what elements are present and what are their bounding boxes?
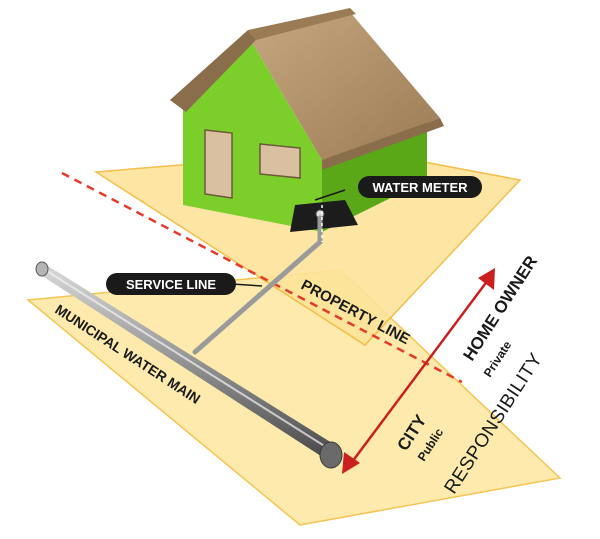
house-window	[259, 143, 301, 179]
service-line-pipe	[192, 215, 323, 355]
house-door	[204, 129, 233, 199]
municipal-water-main-pipe	[35, 261, 343, 469]
city-ground-plane	[26, 269, 562, 526]
service-line-callout	[106, 273, 236, 295]
responsibility-arrow	[342, 268, 495, 474]
property-line	[61, 171, 463, 384]
roof	[248, 12, 440, 160]
water-meter-label: WATER METER	[372, 180, 468, 195]
water-meter-callout	[358, 176, 482, 198]
service-line-label: SERVICE LINE	[126, 277, 216, 292]
